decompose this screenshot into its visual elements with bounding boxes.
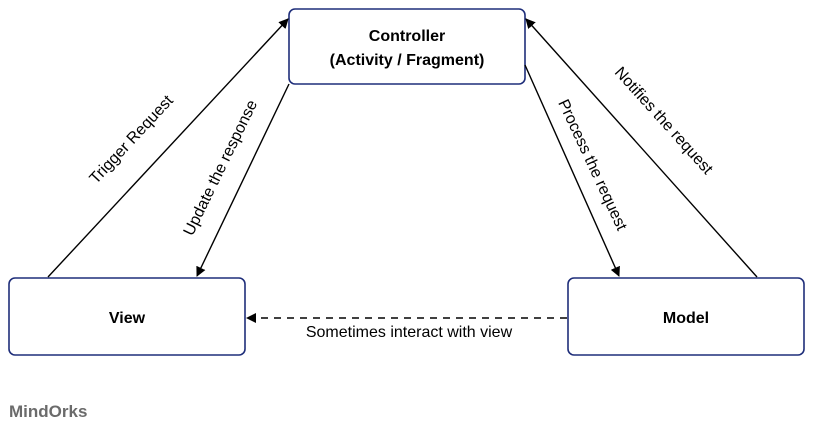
sometimes-interact-label: Sometimes interact with view [306, 324, 513, 341]
trigger-request-label: Trigger Request [87, 92, 178, 187]
model-node: Model [567, 277, 805, 356]
model-label: Model [663, 310, 709, 327]
brand-watermark: MindOrks [9, 402, 88, 421]
view-box [8, 277, 246, 356]
notifies-request-label: Notifies the request [611, 64, 716, 178]
notifies-request-arrow [525, 18, 758, 278]
trigger-request-arrow [47, 18, 289, 278]
controller-subtitle: (Activity / Fragment) [330, 52, 485, 69]
view-node: View [8, 277, 246, 356]
controller-box [288, 8, 526, 85]
view-label: View [109, 310, 146, 327]
update-response-arrow [196, 83, 290, 277]
controller-node: Controller (Activity / Fragment) [288, 8, 526, 85]
process-request-label: Process the request [554, 97, 630, 234]
model-box [567, 277, 805, 356]
controller-title: Controller [369, 28, 445, 45]
process-request-arrow [524, 64, 620, 277]
